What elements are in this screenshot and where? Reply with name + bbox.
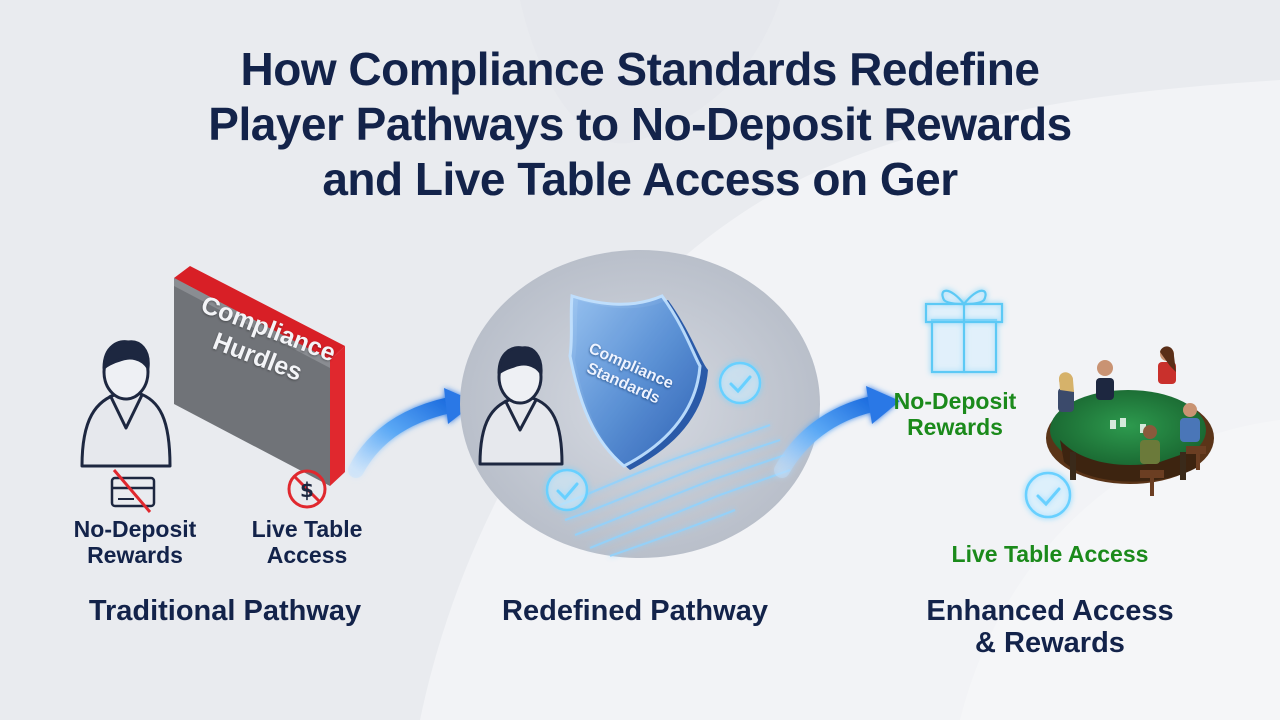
person-icon bbox=[478, 346, 564, 466]
label-line: Access bbox=[266, 542, 348, 568]
casino-table-icon bbox=[1046, 346, 1214, 496]
shield-icon bbox=[568, 294, 708, 470]
credit-card-icon bbox=[110, 469, 156, 513]
label-line: No-Deposit bbox=[73, 516, 197, 542]
title-line: Player Pathways to No-Deposit Rewards bbox=[208, 98, 1072, 150]
label-line: Rewards bbox=[907, 414, 1003, 440]
traditional-pathway-label: Traditional Pathway bbox=[88, 595, 362, 627]
arrow-icon bbox=[774, 386, 900, 478]
traditional-live-table-label: Live Table Access bbox=[232, 516, 382, 568]
no-symbol-icon: $ bbox=[287, 469, 327, 509]
dollar-icon: $ bbox=[300, 478, 314, 502]
title-line: How Compliance Standards Redefine bbox=[240, 43, 1040, 95]
enhanced-live-table-label: Live Table Access bbox=[951, 541, 1149, 567]
title-line: and Live Table Access on Ger bbox=[322, 153, 958, 205]
label-line: Live Table bbox=[251, 516, 363, 542]
label-line: Rewards bbox=[87, 542, 183, 568]
compliance-hurdles-wall bbox=[174, 266, 345, 486]
gift-icon bbox=[924, 289, 1004, 374]
person-icon bbox=[80, 340, 172, 468]
enhanced-access-rewards-label: Enhanced Access & Rewards bbox=[880, 595, 1220, 659]
redefined-pathway-label: Redefined Pathway bbox=[502, 595, 768, 627]
label-line: & Rewards bbox=[975, 627, 1125, 659]
arrow-icon bbox=[348, 388, 476, 478]
circuit-lines bbox=[559, 423, 791, 558]
label-line: Enhanced Access bbox=[926, 595, 1174, 627]
traditional-no-deposit-label: No-Deposit Rewards bbox=[55, 516, 215, 568]
page-title: How Compliance Standards Redefine Player… bbox=[140, 42, 1140, 207]
check-circle-icon bbox=[545, 468, 589, 512]
label-line: No-Deposit bbox=[893, 388, 1017, 414]
check-circle-icon bbox=[718, 361, 762, 405]
check-circle-icon bbox=[1024, 471, 1072, 519]
enhanced-no-deposit-label: No-Deposit Rewards bbox=[875, 388, 1035, 440]
